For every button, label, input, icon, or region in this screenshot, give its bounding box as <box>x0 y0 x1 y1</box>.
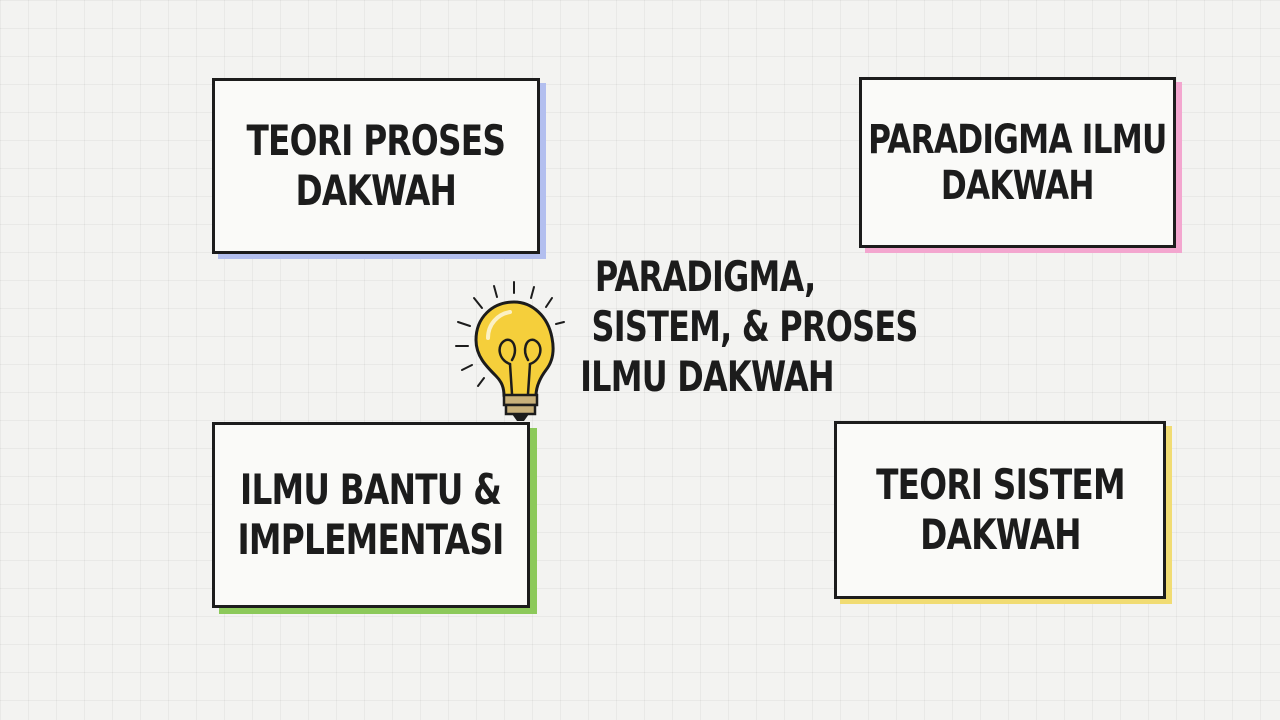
central-topic-line-2: SISTEM, & PROSES <box>591 302 918 351</box>
card-label: ILMU BANTU & IMPLEMENTASI <box>237 465 505 565</box>
card-paradigma-ilmu-dakwah: PARADIGMA ILMU DAKWAH <box>859 77 1176 248</box>
card-label-line-1: TEORI SISTEM <box>875 460 1126 509</box>
card-label-line-2: DAKWAH <box>295 166 457 215</box>
central-topic-line-3: ILMU DAKWAH <box>580 352 835 401</box>
card-teori-proses-dakwah: TEORI PROSES DAKWAH <box>212 78 540 254</box>
card-label: TEORI SISTEM DAKWAH <box>875 460 1126 560</box>
card-label-line-1: PARADIGMA ILMU <box>868 116 1167 163</box>
card-label-line-1: TEORI PROSES <box>246 116 506 165</box>
card-teori-sistem-dakwah: TEORI SISTEM DAKWAH <box>834 421 1166 599</box>
card-label: TEORI PROSES DAKWAH <box>247 116 506 216</box>
card-ilmu-bantu-implementasi: ILMU BANTU & IMPLEMENTASI <box>212 422 530 608</box>
card-label-line-2: DAKWAH <box>941 162 1095 209</box>
central-topic-title: PARADIGMA, SISTEM, & PROSES ILMU DAKWAH <box>540 252 918 402</box>
central-topic-line-1: PARADIGMA, <box>594 252 816 301</box>
lightbulb-icon <box>455 281 565 421</box>
card-label-line-1: ILMU BANTU & <box>240 465 503 514</box>
card-label-line-2: DAKWAH <box>919 510 1081 559</box>
card-label: PARADIGMA ILMU DAKWAH <box>868 116 1167 209</box>
card-label-line-2: IMPLEMENTASI <box>237 515 505 564</box>
